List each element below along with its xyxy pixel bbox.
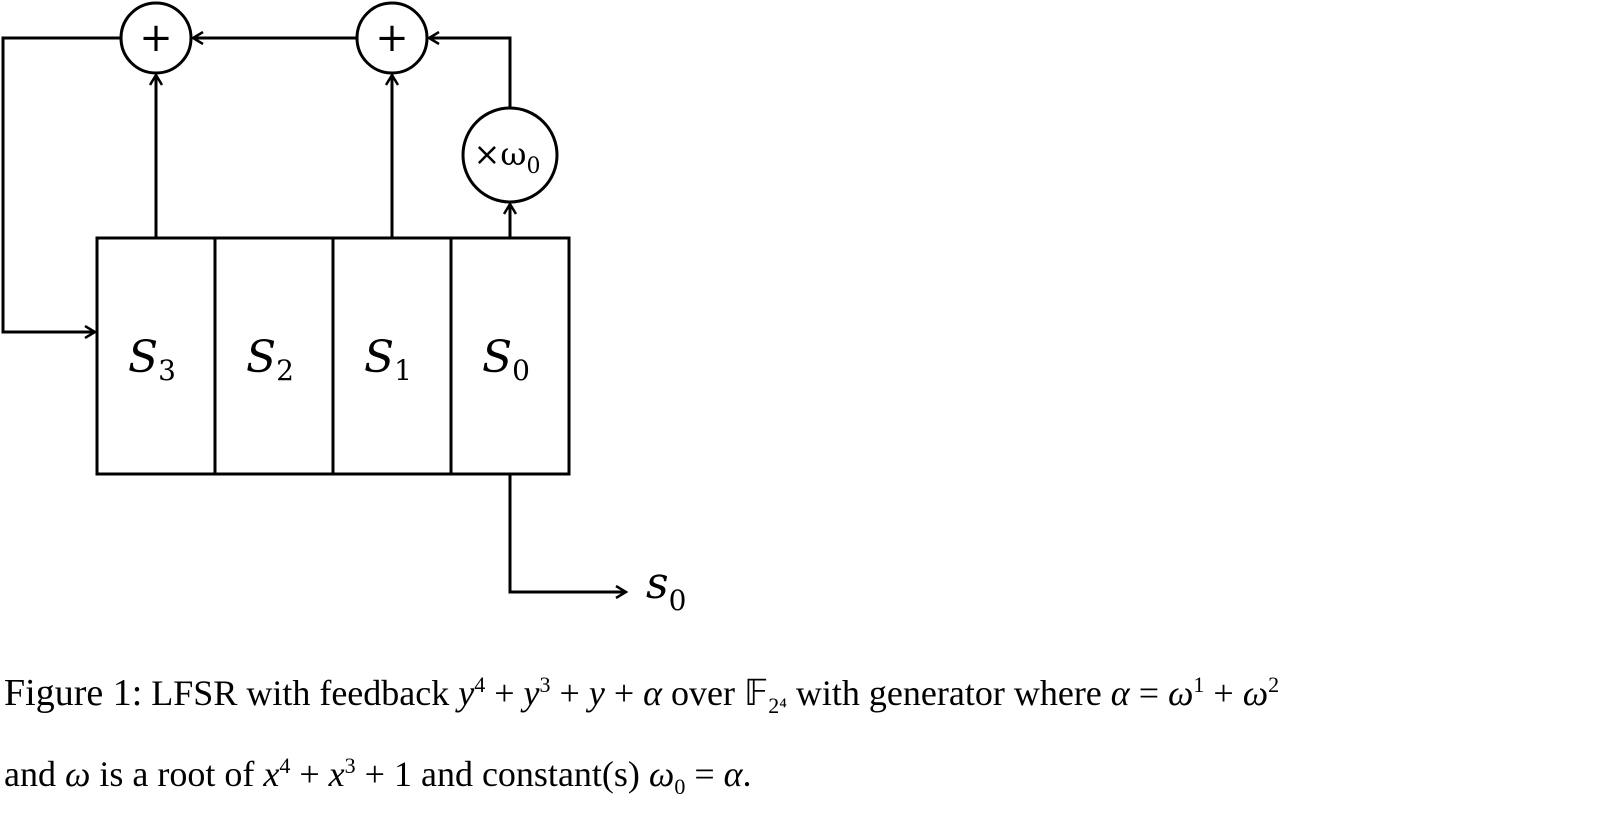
multiplier-node: ×ω0 <box>461 106 559 204</box>
caption-text-5: and constant(s) <box>420 754 640 795</box>
caption-plus-2: + <box>559 673 580 713</box>
caption-y-1: y <box>458 673 475 713</box>
register-label-s0: S0 <box>482 332 530 387</box>
multiplier-label: ×ω0 <box>474 135 541 179</box>
caption-x-2: x <box>328 754 345 795</box>
caption-alpha-2: α <box>1110 673 1130 713</box>
caption-eq-1: = <box>1138 673 1159 713</box>
caption-text-1: LFSR with feedback <box>151 673 450 713</box>
output-line <box>508 474 626 592</box>
caption-exp-2: 2 <box>1268 672 1280 697</box>
caption-x-1: x <box>263 754 280 795</box>
register-labels: S3 S2 S1 S0 <box>128 332 530 387</box>
caption-text-4: is a root of <box>99 754 255 795</box>
adder-right-symbol: + <box>375 15 409 61</box>
caption-exp-4b: 4 <box>279 753 291 779</box>
caption-y-2: y <box>523 673 540 713</box>
caption-plus-6: + <box>364 754 385 795</box>
caption-text-3: and <box>4 754 56 795</box>
connections <box>1 36 626 592</box>
output-label: s0 <box>646 558 686 617</box>
caption-over: over <box>671 673 735 713</box>
caption-line-1: Figure 1: LFSR with feedback y4 + y3 + y… <box>4 655 1614 736</box>
caption-exp-1: 1 <box>1193 672 1205 697</box>
adder-right: + <box>355 1 429 75</box>
caption-plus-4: + <box>1213 673 1234 713</box>
caption-one: 1 <box>393 754 412 795</box>
caption-y-3: y <box>588 673 605 713</box>
register-label-s2: S2 <box>246 332 294 387</box>
adder-left: + <box>119 1 193 75</box>
caption-sub-0: 0 <box>674 774 686 800</box>
caption-field: 𝔽 <box>744 673 769 713</box>
figure-caption: Figure 1: LFSR with feedback y4 + y3 + y… <box>4 655 1614 817</box>
register-label-s1: S1 <box>364 332 412 387</box>
caption-exp-4: 4 <box>474 672 486 697</box>
caption-alpha-3: α <box>723 754 743 795</box>
caption-exp-3b: 3 <box>344 753 356 779</box>
caption-omega-2: ω <box>1242 673 1269 713</box>
caption-plus-1: + <box>494 673 515 713</box>
caption-field-sub: 2⁴ <box>768 693 787 719</box>
caption-lead: Figure 1: <box>4 672 143 714</box>
register-label-s3: S3 <box>128 332 176 387</box>
caption-omega-3: ω <box>64 754 91 795</box>
multiplier-to-adder-right <box>429 38 512 108</box>
caption-plus-3: + <box>613 673 635 713</box>
caption-line-2: and ω is a root of x4 + x3 + 1 and const… <box>4 736 1614 817</box>
adder-left-symbol: + <box>139 15 173 61</box>
caption-omega-4: ω <box>648 754 675 795</box>
lfsr-diagram: S3 S2 S1 S0 + + ×ω0 s0 <box>1 1 686 617</box>
feedback-to-s3 <box>1 36 121 332</box>
caption-alpha-1: α <box>643 673 663 713</box>
caption-exp-3: 3 <box>539 672 551 697</box>
caption-eq-2: = <box>694 754 715 795</box>
caption-omega-1: ω <box>1168 673 1194 713</box>
caption-period: . <box>742 754 752 795</box>
caption-text-2: with generator where <box>795 673 1102 713</box>
caption-plus-5: + <box>299 754 320 795</box>
